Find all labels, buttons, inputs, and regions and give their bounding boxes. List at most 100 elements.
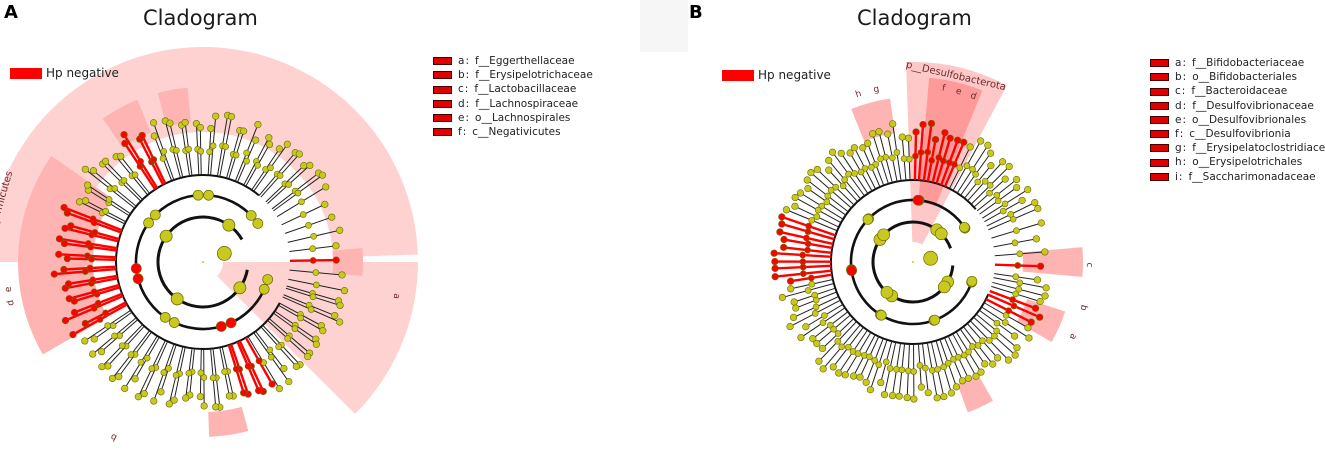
internal-node <box>262 274 274 285</box>
leaf-node <box>170 396 178 404</box>
node <box>803 234 810 242</box>
node <box>267 353 275 361</box>
leaf-node <box>884 130 892 138</box>
internal-node <box>966 275 978 287</box>
node <box>910 368 918 375</box>
node <box>1012 273 1020 281</box>
node <box>185 369 193 377</box>
leaf-node <box>138 131 146 140</box>
clade-label: a <box>391 292 402 299</box>
leaf-node <box>134 393 142 401</box>
leaf-node <box>338 271 346 279</box>
group-label: Hp negative <box>46 66 119 80</box>
node <box>824 192 832 200</box>
leaf-node <box>778 293 786 302</box>
leaf-node <box>101 157 110 165</box>
leaf-node <box>285 377 293 386</box>
center-point <box>912 261 914 263</box>
legend-item: b:f__Erysipelotrichaceae <box>433 68 593 82</box>
legend-item: a:f__Eggerthellaceae <box>433 54 593 68</box>
leaf-node <box>254 121 262 129</box>
node <box>86 264 94 272</box>
node <box>1001 319 1009 326</box>
leaf-node <box>888 391 897 400</box>
level-arc <box>830 179 990 345</box>
legend-item: h:o__Erysipelotrichales <box>1150 155 1325 169</box>
legend-key: h <box>1175 156 1182 169</box>
internal-node <box>258 283 270 295</box>
node <box>1007 211 1015 218</box>
leaf-node <box>804 184 812 193</box>
leaf-node <box>786 322 794 331</box>
legend-name: f__Lachnospiraceae <box>475 97 579 110</box>
leaf-node <box>1036 262 1045 270</box>
node <box>266 346 274 354</box>
leaf-node <box>60 265 68 274</box>
internal-node <box>225 317 237 329</box>
node <box>118 342 126 349</box>
node <box>1005 307 1012 314</box>
node <box>944 359 952 367</box>
leaf-node <box>771 264 779 272</box>
leaf-node <box>850 144 858 152</box>
node <box>90 304 98 312</box>
leaf-node <box>1034 204 1042 213</box>
legend-item: b:o__Bifidobacteriales <box>1150 70 1325 84</box>
clade-label: b <box>1077 303 1088 311</box>
leaf-node <box>63 209 71 217</box>
node <box>993 327 1000 335</box>
leaf-node <box>166 119 174 127</box>
leaf-node <box>940 392 948 401</box>
node <box>965 348 972 356</box>
leaf-node <box>304 352 312 361</box>
legend-swatch <box>1150 101 1169 110</box>
leaf-node <box>828 148 837 156</box>
leaf-node <box>295 150 303 158</box>
node <box>1013 227 1020 234</box>
node <box>307 306 315 313</box>
node <box>150 156 158 163</box>
leaf-node <box>75 198 84 206</box>
node <box>917 149 925 156</box>
leaf-node <box>227 113 236 121</box>
level-arc <box>115 174 281 350</box>
clade-label: d <box>969 91 978 102</box>
node <box>267 164 274 172</box>
node <box>956 164 964 172</box>
leaf-node <box>815 357 823 365</box>
legend-swatch <box>433 57 452 66</box>
clade-label: f <box>941 83 947 94</box>
leaf-node <box>55 235 64 243</box>
leaf-node <box>61 316 70 325</box>
leaf-node <box>1042 284 1050 292</box>
legend-key: e <box>458 111 465 124</box>
internal-node <box>929 314 941 326</box>
node <box>160 369 168 376</box>
leaf-node <box>998 158 1007 166</box>
node <box>309 293 317 301</box>
leaf-node <box>787 277 795 285</box>
root-arc <box>156 215 249 309</box>
node <box>946 159 953 166</box>
node <box>297 314 304 322</box>
leaf-node <box>880 391 889 399</box>
leaf-node <box>1001 175 1009 183</box>
leaf-node <box>807 168 815 177</box>
node <box>940 363 948 371</box>
leaf-node <box>63 254 71 263</box>
leaf-node <box>275 145 284 153</box>
legend-swatch <box>433 99 452 108</box>
leaf-node <box>121 139 129 148</box>
leaf-node <box>83 181 92 189</box>
leaf-node <box>98 363 106 371</box>
group-legend: Hp negative <box>10 66 119 80</box>
leaf-node <box>89 167 97 175</box>
leaf-node <box>917 383 925 391</box>
node <box>898 366 906 374</box>
leaf-node <box>50 270 58 278</box>
leaf-node <box>829 363 837 371</box>
node <box>934 365 941 373</box>
leaf-node <box>989 360 997 368</box>
tree-nodes <box>770 119 1050 403</box>
leaf-node <box>200 402 208 410</box>
